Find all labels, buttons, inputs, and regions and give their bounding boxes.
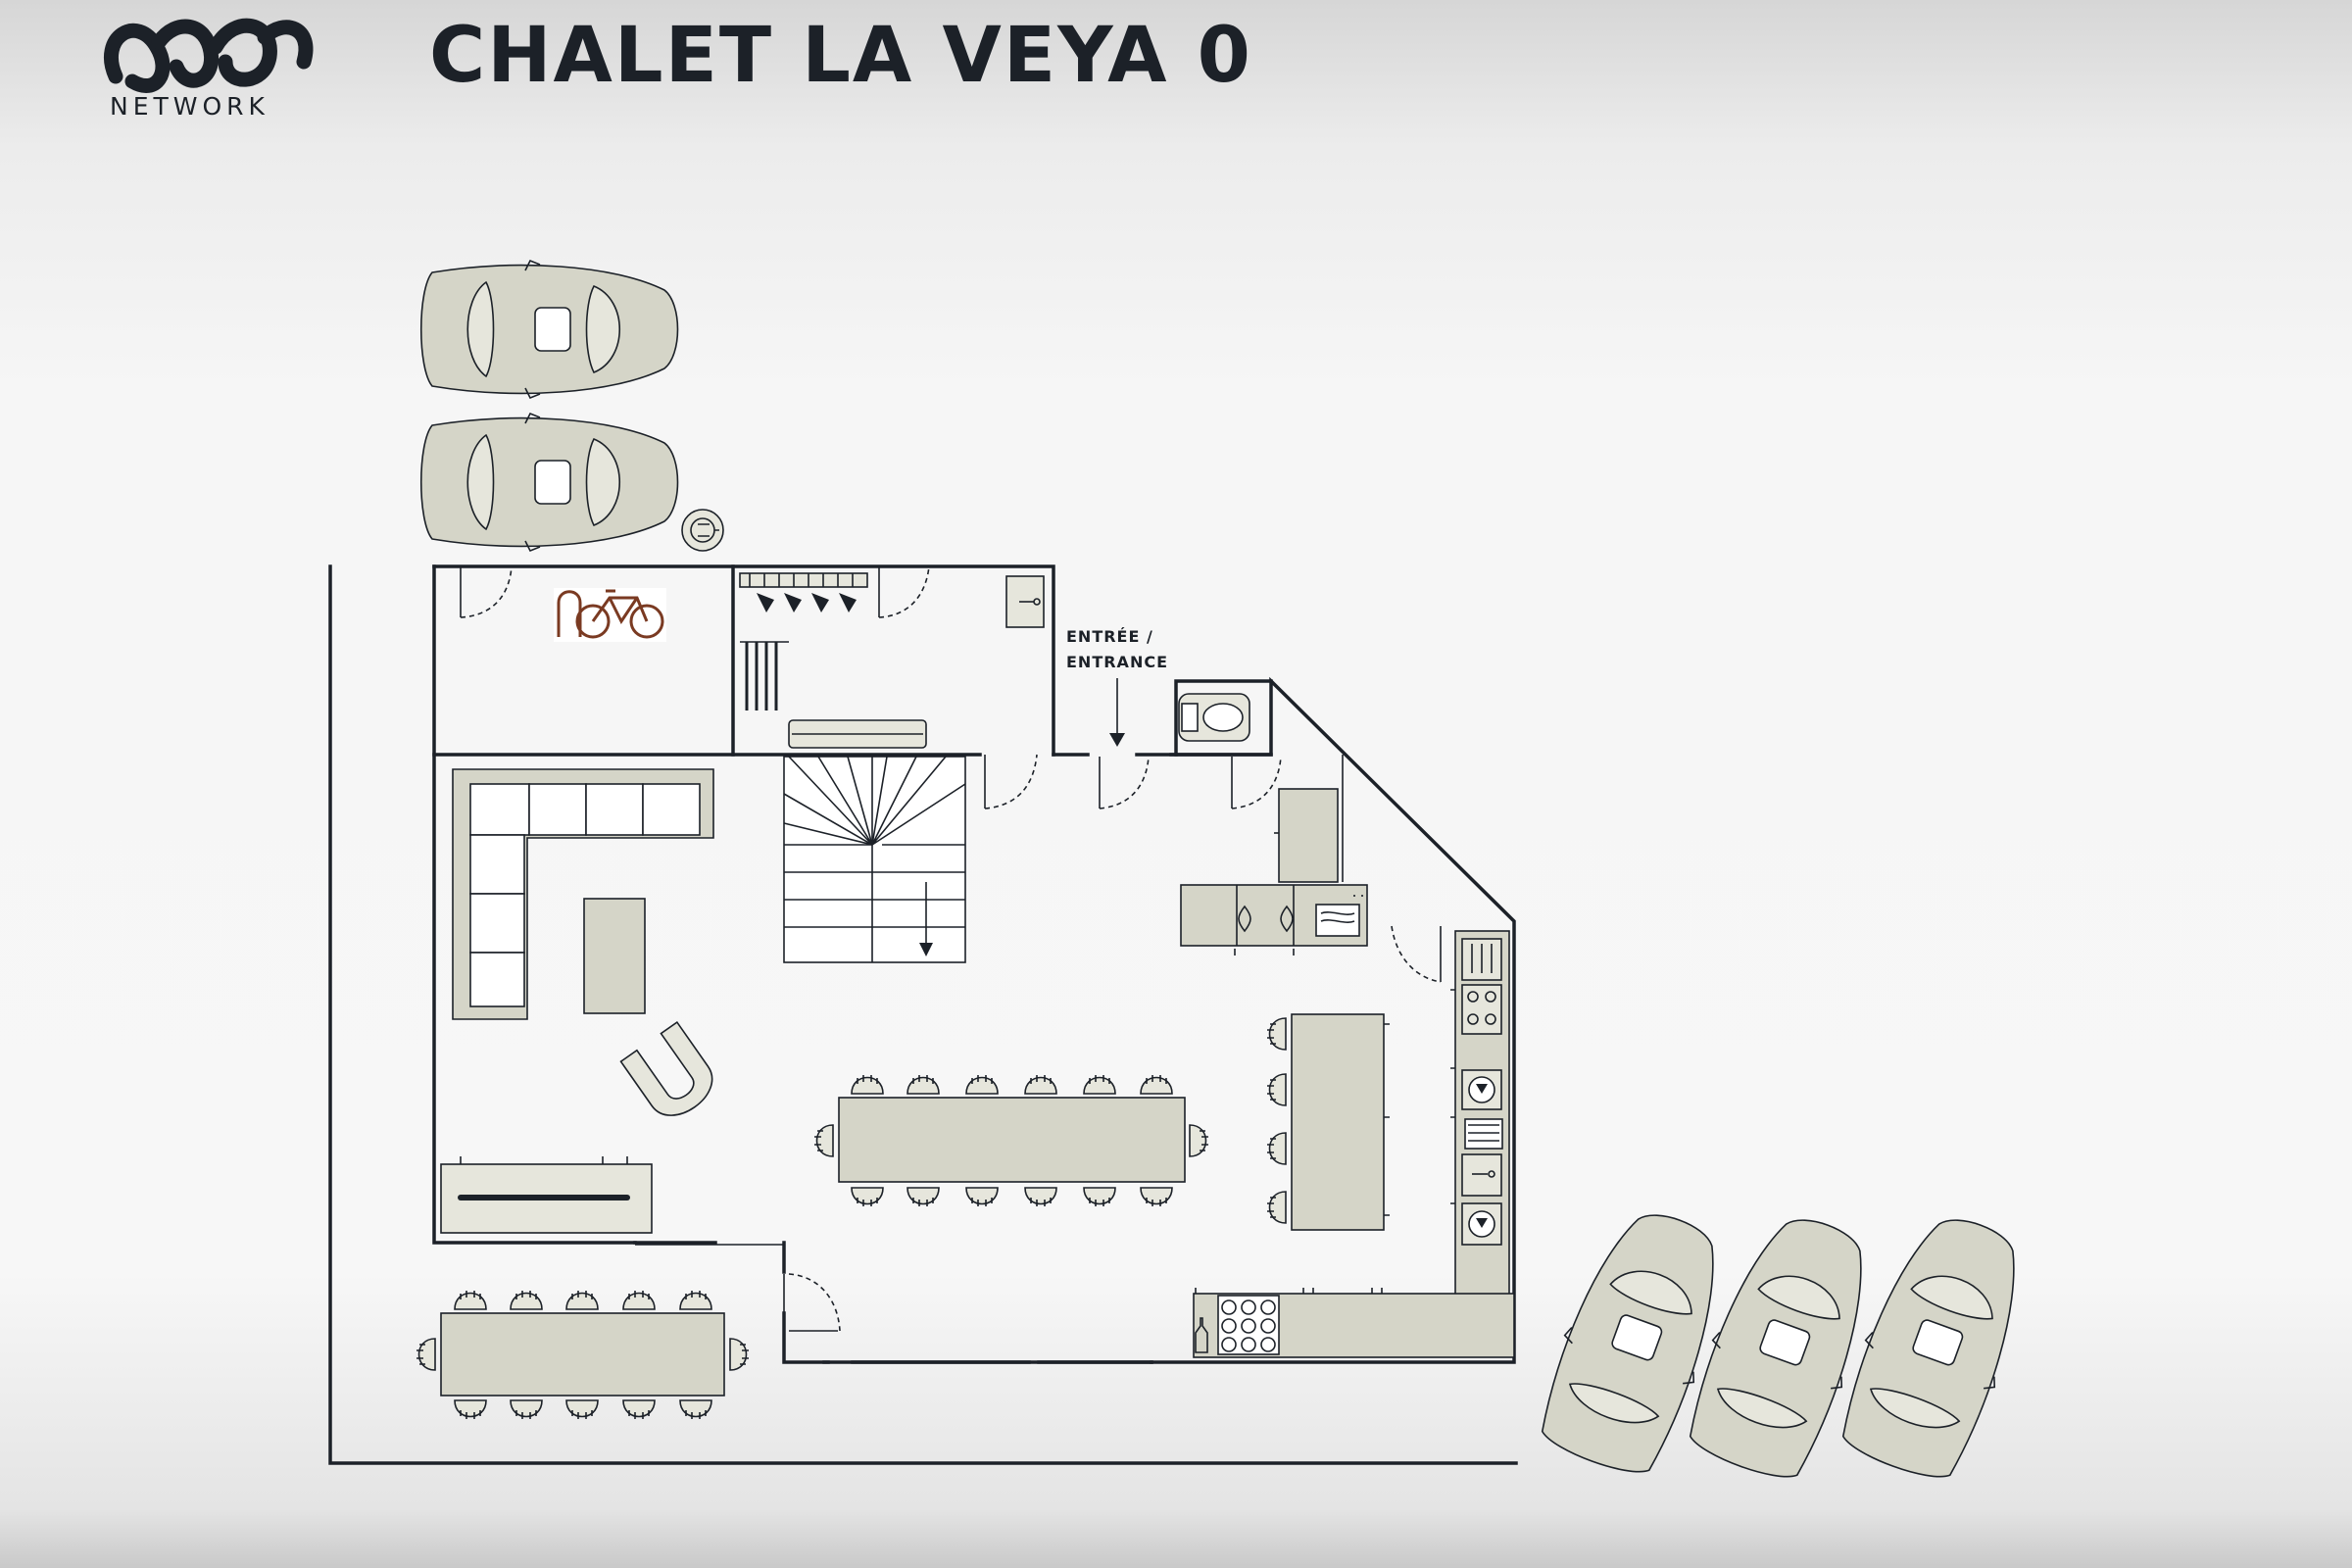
coffee-table [583, 898, 646, 1014]
parked-car [419, 260, 679, 399]
parked-car [1827, 1200, 2046, 1491]
tv-unit [440, 1156, 653, 1234]
sofa [452, 768, 714, 1020]
page-title: CHALET LA VEYA 0 [429, 12, 1252, 100]
parked-car [419, 413, 679, 552]
terrace-outline [328, 564, 1518, 1465]
dining-table-living [813, 1074, 1209, 1207]
kitchen-island [1266, 1013, 1390, 1231]
washbasin-icon [1005, 575, 1045, 628]
terrace-dining-table [416, 1290, 750, 1420]
armchair [619, 1020, 713, 1116]
logo-wordmark: NETWORK [110, 92, 270, 121]
kitchen-counters [1180, 788, 1515, 1358]
toilet-icon [1178, 693, 1250, 742]
ovo-logo [103, 18, 314, 93]
ev-charger-icon [681, 509, 724, 552]
ski-rack [740, 641, 789, 710]
bike-rack-icon [554, 588, 666, 642]
entrance-label-line2: ENTRANCE [1066, 653, 1168, 671]
ski-boot-dryer [739, 572, 868, 612]
staircase [783, 756, 966, 963]
entrance-arrow-icon [1109, 678, 1125, 747]
doors [460, 565, 1442, 1364]
entrance-label-line1: ENTRÉE / [1066, 627, 1153, 646]
